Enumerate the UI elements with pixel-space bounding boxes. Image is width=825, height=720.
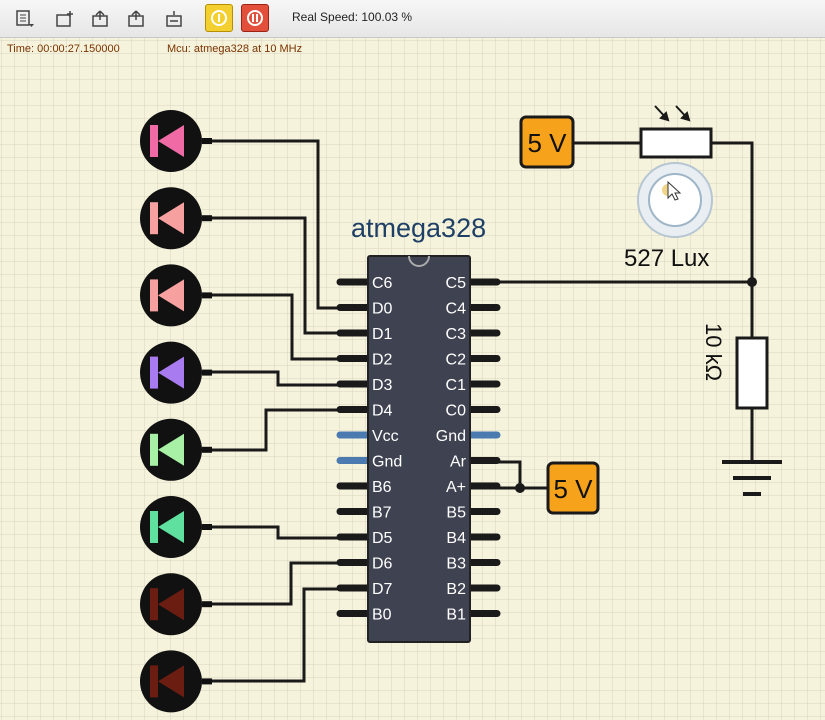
led[interactable] bbox=[140, 187, 212, 250]
toolbar: Real Speed: 100.03 % bbox=[0, 0, 825, 38]
power-button[interactable] bbox=[241, 4, 269, 32]
voltage-source-label: 5 V bbox=[527, 128, 567, 158]
pin-label: B2 bbox=[446, 581, 466, 598]
voltage-source-top[interactable]: 5 V bbox=[519, 115, 575, 169]
chip-body bbox=[367, 255, 471, 643]
led-bar bbox=[150, 511, 158, 543]
resistor-body bbox=[735, 336, 769, 410]
led-triangle bbox=[158, 665, 184, 698]
pin-label: B1 bbox=[446, 607, 466, 624]
voltage-source-box bbox=[546, 461, 600, 515]
pin-label: D7 bbox=[372, 581, 393, 598]
pin-label: A+ bbox=[446, 479, 466, 496]
pause-icon bbox=[211, 10, 227, 26]
led[interactable] bbox=[140, 573, 212, 636]
lux-label: 527 Lux bbox=[624, 245, 709, 272]
pin-label: D1 bbox=[372, 326, 393, 343]
save-as-button[interactable] bbox=[160, 4, 188, 32]
chip-notch bbox=[408, 255, 430, 267]
led-bar bbox=[150, 588, 158, 621]
cursor-icon bbox=[667, 180, 682, 201]
mcu-info: Mcu: atmega328 at 10 MHz bbox=[167, 43, 303, 55]
pin-label: Ar bbox=[450, 454, 467, 471]
save-as-icon bbox=[166, 11, 182, 27]
pin-label: C4 bbox=[446, 301, 467, 318]
pin-label: Vcc bbox=[372, 428, 399, 445]
led-triangle bbox=[158, 356, 184, 389]
led-wires bbox=[210, 139, 348, 683]
led[interactable] bbox=[140, 264, 212, 327]
led-triangle bbox=[158, 279, 184, 312]
pin-label: Gnd bbox=[372, 454, 402, 471]
circuit-menu-icon bbox=[16, 10, 34, 27]
led-bar bbox=[150, 202, 158, 235]
lux-dial-icon[interactable] bbox=[637, 162, 713, 238]
voltage-source-label: 5 V bbox=[553, 474, 593, 504]
led[interactable] bbox=[140, 110, 212, 172]
pin-label: B0 bbox=[372, 607, 392, 624]
resistor-label: 10 kΩ bbox=[701, 323, 726, 381]
pin-label: B6 bbox=[372, 479, 392, 496]
pin-label: D4 bbox=[372, 403, 393, 420]
new-circuit-button[interactable] bbox=[50, 4, 78, 32]
pin-label: C6 bbox=[372, 275, 393, 292]
led-triangle bbox=[158, 125, 184, 157]
ldr-body bbox=[639, 127, 713, 159]
chip-pins-right bbox=[466, 278, 501, 617]
atmega328-chip[interactable]: atmega328 C6D0D1D2D3D4VccGndB6B7D5D6D7B0… bbox=[336, 213, 501, 643]
junction-dot bbox=[515, 483, 525, 493]
pin-label: C0 bbox=[446, 403, 467, 420]
power-off-icon bbox=[247, 10, 263, 26]
save-circuit-button[interactable] bbox=[122, 4, 150, 32]
voltage-source-right[interactable]: 5 V bbox=[546, 461, 600, 515]
chip-pin-labels: C6D0D1D2D3D4VccGndB6B7D5D6D7B0C5C4C3C2C1… bbox=[372, 275, 467, 624]
led-bar bbox=[150, 356, 158, 389]
pin-label: B5 bbox=[446, 505, 466, 522]
open-circuit-button[interactable] bbox=[86, 4, 114, 32]
pin-label: D5 bbox=[372, 530, 393, 547]
ground-icon bbox=[722, 460, 782, 496]
resistor[interactable]: 10 kΩ bbox=[701, 323, 769, 462]
light-arrows-icon bbox=[654, 105, 691, 122]
pin-label: C1 bbox=[446, 377, 467, 394]
save-circuit-icon bbox=[128, 10, 144, 27]
led[interactable] bbox=[140, 418, 212, 481]
chip-title: atmega328 bbox=[351, 213, 486, 243]
add-component-icon bbox=[56, 11, 73, 27]
open-circuit-icon bbox=[92, 10, 108, 27]
pin-label: D0 bbox=[372, 301, 393, 318]
pin-label: Gnd bbox=[436, 428, 466, 445]
circuit-diagram: atmega328 C6D0D1D2D3D4VccGndB6B7D5D6D7B0… bbox=[0, 38, 825, 720]
voltage-source-box bbox=[519, 115, 575, 169]
pin-label: B4 bbox=[446, 530, 466, 547]
light-sensor[interactable]: 527 Lux bbox=[624, 105, 713, 272]
pin-label: D3 bbox=[372, 377, 393, 394]
led-bar bbox=[150, 433, 158, 466]
led-triangle bbox=[158, 588, 184, 621]
led-bar bbox=[150, 665, 158, 698]
pin-label: B3 bbox=[446, 556, 466, 573]
pin-label: C5 bbox=[446, 275, 467, 292]
led[interactable] bbox=[140, 650, 212, 713]
led[interactable] bbox=[140, 341, 212, 404]
chip-pins-left bbox=[336, 278, 372, 617]
led-triangle bbox=[158, 433, 184, 466]
pin-label: D2 bbox=[372, 352, 393, 369]
circuit-menu-button[interactable] bbox=[10, 4, 38, 32]
led-triangle bbox=[158, 202, 184, 235]
led-bar bbox=[150, 279, 158, 312]
simulation-time: Time: 00:00:27.150000 bbox=[7, 43, 120, 55]
pin-label: C2 bbox=[446, 352, 467, 369]
leds bbox=[140, 110, 212, 713]
pause-simulation-button[interactable] bbox=[205, 4, 233, 32]
led-triangle bbox=[158, 511, 184, 543]
led[interactable] bbox=[140, 496, 212, 558]
pin-label: C3 bbox=[446, 326, 467, 343]
pin-label: D6 bbox=[372, 556, 393, 573]
pin-label: B7 bbox=[372, 505, 392, 522]
junction-dot bbox=[747, 277, 757, 287]
led-bar bbox=[150, 125, 158, 157]
real-speed-label: Real Speed: 100.03 % bbox=[292, 10, 413, 24]
